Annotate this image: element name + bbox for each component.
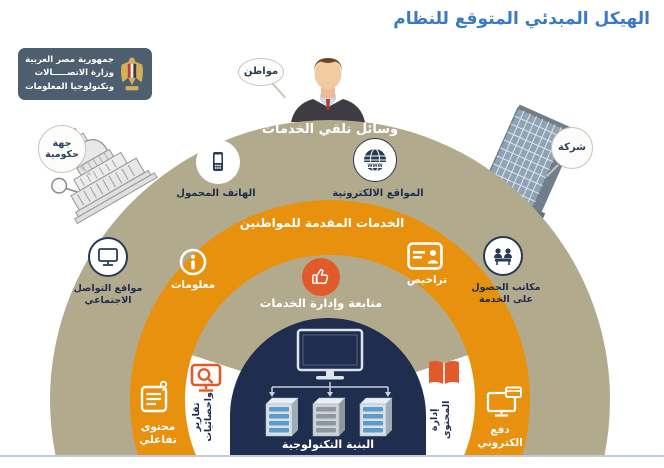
company-bubble-label: شركة bbox=[558, 142, 586, 153]
social-label: مواقع التواصل الاجتماعي bbox=[73, 283, 143, 306]
ministry-badge: جمهورية مصر العربية وزارة الاتصـــــالات… bbox=[18, 48, 152, 100]
server-connector-lines bbox=[262, 382, 398, 398]
citizen-bubble: مواطن bbox=[238, 58, 284, 86]
citizen-bubble-label: مواطن bbox=[243, 66, 279, 77]
open-book-icon bbox=[426, 359, 462, 389]
service-desk-icon bbox=[483, 236, 523, 276]
badge-line-2: وزارة الاتصـــــالات bbox=[34, 68, 114, 79]
middle-ring-title: الخدمات المقدمة للمواطنين bbox=[239, 216, 405, 230]
license-card-icon bbox=[407, 242, 443, 270]
bottom-divider bbox=[0, 455, 664, 457]
citizen-avatar bbox=[283, 54, 373, 122]
epayment-icon bbox=[486, 385, 524, 419]
www-banner: WWW bbox=[367, 163, 382, 169]
mobile-label: الهاتف المحمول bbox=[176, 188, 256, 199]
outer-ring-title: وسائل تلقي الخدمات bbox=[261, 122, 399, 137]
badge-line-3: وتكنولوجيا المعلومات bbox=[25, 81, 114, 92]
network-monitor-icon bbox=[288, 328, 372, 384]
info-icon bbox=[178, 247, 208, 277]
content-management-label: إدارة المحتوى bbox=[429, 400, 452, 440]
epayment-label: دفع الكتروني bbox=[477, 424, 523, 450]
thumbs-up-icon bbox=[302, 258, 340, 296]
note-pin-icon bbox=[139, 380, 171, 414]
social-monitor-icon bbox=[88, 237, 128, 277]
government-bubble-label: جهة حكومية bbox=[45, 137, 79, 160]
websites-label: المواقع الالكترونية bbox=[332, 188, 424, 199]
core-title: البنية التكنولوجية bbox=[281, 438, 375, 451]
reports-label: تقارير واحصائيات bbox=[191, 392, 214, 442]
information-label: معلومات bbox=[170, 279, 216, 291]
badge-line-1: جمهورية مصر العربية bbox=[25, 55, 114, 66]
egypt-eagle-emblem-icon bbox=[118, 54, 146, 94]
server-infrastructure-icon bbox=[262, 397, 398, 437]
company-bubble: شركة bbox=[551, 127, 593, 169]
offices-label: مكاتب الحصول على الخدمة bbox=[471, 282, 541, 305]
reports-magnifier-icon bbox=[188, 360, 224, 396]
page-title: الهيكل المبدئي المتوقع للنظام bbox=[393, 9, 650, 29]
inner-ring-title: متابعة وإدارة الخدمات bbox=[259, 296, 383, 310]
licenses-label: تراخيص bbox=[406, 274, 448, 286]
interactive-content-label: محتوى تفاعلي bbox=[139, 421, 177, 447]
bottom-margin bbox=[0, 457, 664, 468]
globe-icon: WWW bbox=[353, 138, 397, 182]
mobile-phone-icon bbox=[196, 140, 240, 184]
